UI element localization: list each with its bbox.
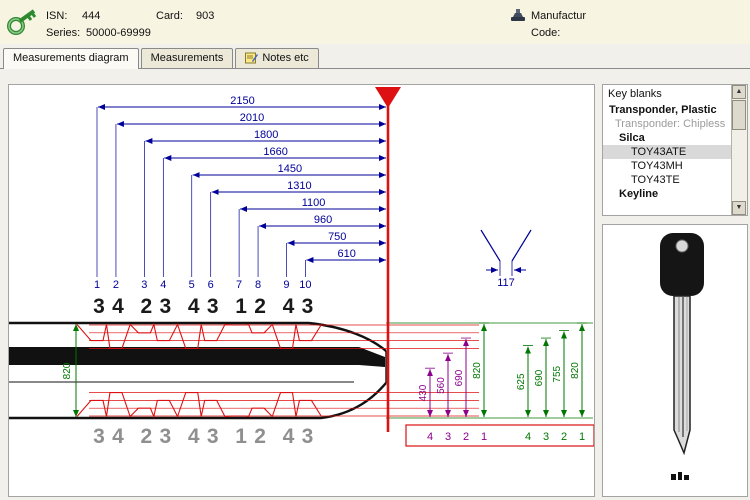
bitting-number-top: 4 [283,295,295,318]
key-blanks-panel: Key blanks Transponder, Plastic Transpon… [602,84,748,216]
key-blank-item[interactable]: TOY43TE [631,174,680,186]
key-blank-item[interactable]: Keyline [619,188,659,200]
tab-notes-etc[interactable]: Notes etc [235,48,319,68]
isn-label: ISN: [46,10,68,22]
tip-width-label: 117 [497,277,515,289]
green-key-icon [7,9,37,35]
series-label: Series: [46,27,81,39]
key-blank-item[interactable]: TOY43MH [631,160,683,172]
bitting-number-bottom: 2 [254,425,266,448]
key-blank-list: Transponder, Plastic Transponder: Chiple… [603,103,731,215]
bitting-number-bottom: 3 [207,425,219,448]
depth-dim-label: 690 [534,369,545,386]
key-blank-preview-panel [602,224,748,497]
bitting-number-top: 3 [302,295,314,318]
blade-width-label: 820 [62,362,73,379]
depth-dim-label: 820 [472,362,483,379]
depth-number-purple: 2 [463,431,469,443]
bitting-number-bottom: 1 [235,425,247,448]
bitting-number-bottom: 2 [141,425,153,448]
position-number: 9 [283,279,289,291]
card-label: Card: [156,10,183,22]
bitting-number-bottom: 3 [302,425,314,448]
depth-number-green: 1 [579,431,585,443]
tab-label: Notes etc [262,52,309,64]
scrollbar-down-button[interactable]: ▼ [732,201,746,215]
measurements-diagram: 2150133201024418003221660433145054413106… [9,87,594,448]
bitting-number-top: 3 [159,295,171,318]
spacing-dim-label: 1450 [278,163,302,175]
bitting-number-top: 1 [235,295,247,318]
manufacturer-stamp-icon [511,9,525,21]
bitting-number-top: 3 [207,295,219,318]
spacing-dim-label: 1310 [287,180,311,192]
scrollbar-thumb[interactable] [732,100,746,130]
position-number: 8 [255,279,261,291]
depth-dim-label: 690 [454,369,465,386]
bitting-number-top: 3 [93,295,105,318]
depth-number-purple: 4 [427,431,433,443]
depth-dim-label: 625 [516,373,527,390]
notes-icon [245,52,259,64]
manufacturer-code-label: Code: [531,27,561,39]
bitting-number-bottom: 4 [283,425,295,448]
bitting-number-bottom: 3 [159,425,171,448]
key-blanks-title: Key blanks [608,88,662,100]
spacing-dim-label: 2010 [240,112,264,124]
tab-bar: Measurements diagram Measurements Notes … [0,44,750,69]
key-blank-item[interactable]: Silca [619,132,645,144]
tab-label: Measurements diagram [13,52,129,64]
depth-number-green: 2 [561,431,567,443]
depth-dim-label: 755 [552,365,563,382]
isn-value: 444 [82,10,101,22]
bitting-number-top: 2 [141,295,153,318]
scrollbar[interactable]: ▲ ▼ [731,85,747,215]
bitting-number-top: 4 [112,295,124,318]
diagram-graphics: 2150133201024418003221660433145054413106… [9,87,594,448]
position-number: 6 [208,279,214,291]
header: ISN: 444 Card: 903 Series: 50000-69999 M… [0,0,750,44]
key-blank-image [660,233,704,480]
tab-label: Measurements [150,52,224,64]
spacing-dim-label: 1100 [302,197,326,209]
depth-number-purple: 3 [445,431,451,443]
card-value: 903 [196,10,215,22]
spacing-dim-label: 1660 [263,146,287,158]
key-blank-item-selected[interactable]: TOY43ATE [603,145,731,159]
spacing-dim-label: 960 [314,214,332,226]
position-number: 4 [160,279,166,291]
depth-dim-label: 560 [436,377,447,394]
key-blank-logo-mark [671,472,689,480]
depth-number-purple: 1 [481,431,487,443]
spacing-dim-label: 610 [338,248,356,260]
key-blank-item[interactable]: Transponder: Chipless [615,118,726,130]
position-number: 10 [299,279,311,291]
position-number: 1 [94,279,100,291]
bitting-number-bottom: 3 [93,425,105,448]
depth-dim-label: 430 [418,384,429,401]
series-value: 50000-69999 [86,27,151,39]
key-blank-item[interactable]: Transponder, Plastic [609,104,717,116]
tab-measurements-diagram[interactable]: Measurements diagram [3,48,139,69]
bitting-number-bottom: 4 [188,425,200,448]
tab-measurements[interactable]: Measurements [140,48,234,68]
spacing-dim-label: 750 [328,231,346,243]
bitting-number-top: 4 [188,295,200,318]
spacing-dim-label: 2150 [230,95,254,107]
manufacturer-label: Manufactur [531,10,587,22]
depth-number-green: 4 [525,431,531,443]
depth-dim-label: 820 [570,362,581,379]
position-number: 3 [141,279,147,291]
position-number: 5 [189,279,195,291]
bitting-number-bottom: 4 [112,425,124,448]
spacing-dim-label: 1800 [254,129,278,141]
position-number: 7 [236,279,242,291]
scrollbar-up-button[interactable]: ▲ [732,85,746,99]
depth-number-green: 3 [543,431,549,443]
bitting-number-top: 2 [254,295,266,318]
position-number: 2 [113,279,119,291]
